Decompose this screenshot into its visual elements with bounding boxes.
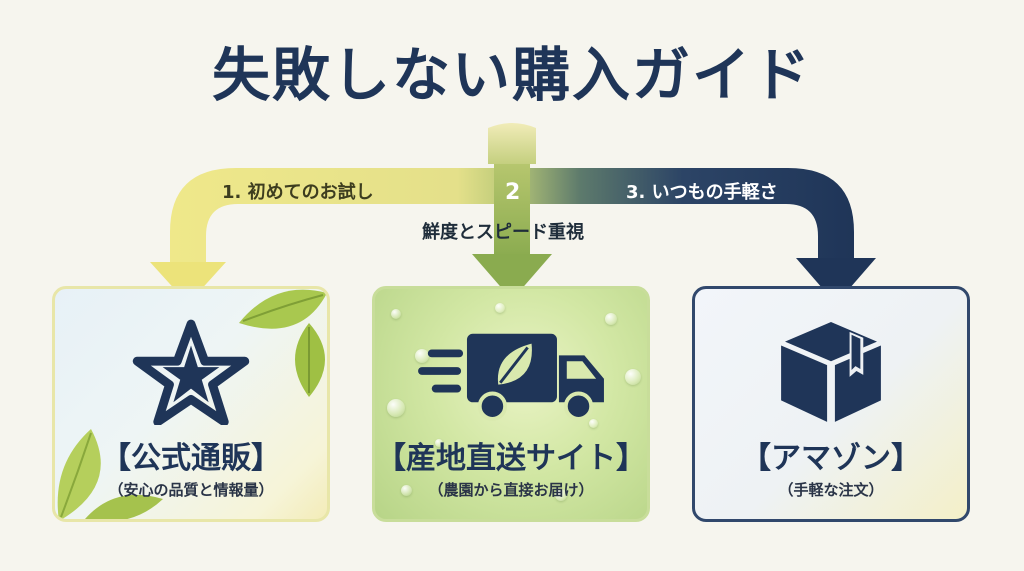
card-title: 【公式通販】 bbox=[101, 441, 281, 476]
water-drop bbox=[435, 439, 443, 447]
water-drop bbox=[401, 485, 412, 496]
route-3-label: 3. いつもの手軽さ bbox=[626, 182, 778, 203]
water-drop bbox=[625, 369, 641, 385]
card-subtitle: （手軽な注文） bbox=[778, 481, 884, 499]
route-2-label: 鮮度とスピード重視 bbox=[422, 222, 584, 243]
water-drop bbox=[605, 313, 617, 325]
delivery-truck-leaf-icon bbox=[418, 333, 604, 421]
card-title: 【アマゾン】 bbox=[741, 441, 921, 476]
water-drop bbox=[387, 399, 405, 417]
page-title: 失敗しない購入ガイド bbox=[211, 41, 812, 109]
arrow-stem bbox=[488, 123, 536, 164]
card-farm-direct: 【産地直送サイト】 （農園から直接お届け） bbox=[372, 286, 650, 522]
water-drop bbox=[391, 309, 401, 319]
route-2-number: 2 bbox=[505, 180, 521, 205]
water-drop bbox=[495, 303, 505, 313]
leaf-decoration bbox=[295, 323, 325, 397]
card-subtitle: （農園から直接お届け） bbox=[428, 481, 594, 499]
cardboard-box-icon bbox=[781, 322, 881, 422]
card-official-store: 【公式通販】 （安心の品質と情報量） bbox=[52, 286, 330, 522]
leaf-decoration bbox=[85, 494, 163, 519]
card-subtitle: （安心の品質と情報量） bbox=[108, 481, 274, 499]
water-drop bbox=[589, 419, 598, 428]
leaf-decoration bbox=[57, 429, 101, 519]
leaf-decoration bbox=[239, 289, 327, 329]
card-amazon: 【アマゾン】 （手軽な注文） bbox=[692, 286, 970, 522]
arrow-head-2 bbox=[472, 254, 552, 300]
card-title: 【産地直送サイト】 bbox=[376, 441, 646, 476]
star-icon bbox=[132, 319, 250, 425]
arrow-branch bbox=[170, 168, 854, 280]
arrow-shaft-2 bbox=[494, 164, 530, 258]
route-1-label: 1. 初めてのお試し bbox=[222, 182, 374, 203]
water-drop bbox=[555, 489, 567, 501]
arrow-head-3 bbox=[796, 258, 876, 304]
arrow-head-1 bbox=[150, 262, 226, 304]
water-drop bbox=[415, 349, 429, 363]
